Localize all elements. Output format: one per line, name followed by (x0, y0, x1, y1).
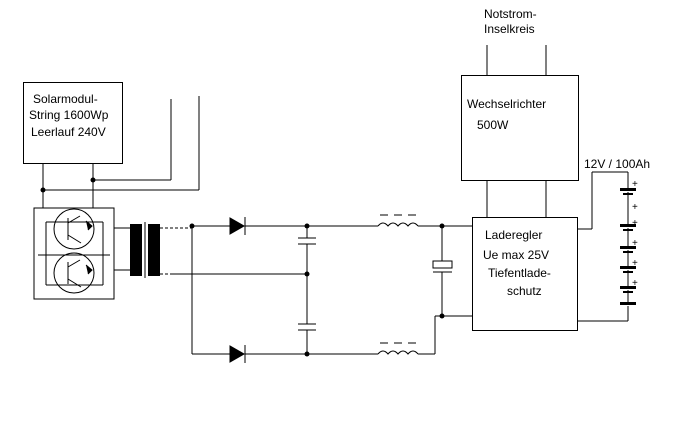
battery-plus-sign: + (632, 218, 638, 229)
diode-top (229, 217, 246, 235)
inductor-bottom (377, 350, 419, 355)
inductor-top (377, 222, 419, 227)
battery-label: 12V / 100Ah (584, 157, 651, 171)
inverter-label-line2: 500W (477, 118, 509, 132)
charger-label-line1: Laderegler (485, 228, 543, 242)
charge-controller-box (472, 217, 578, 331)
battery-plus-sign: + (632, 258, 638, 269)
battery-plus-sign: + (632, 278, 638, 289)
battery-plus-sign: + (632, 179, 638, 190)
transformer-symbol (130, 224, 160, 276)
charger-label-line2: Ue max 25V (483, 248, 550, 262)
transistor-bridge-box (33, 207, 115, 300)
inverter-label-line1: Wechselrichter (467, 97, 547, 111)
diode-bottom (229, 345, 246, 363)
inverter-box (461, 75, 579, 181)
junction-dot (40, 177, 445, 357)
solar-label-line3: Leerlauf 240V (31, 125, 106, 139)
battery-plus-sign: + (632, 238, 638, 249)
transistor-symbol (53, 252, 95, 294)
emergency-label-line2: Inselkreis (484, 22, 535, 36)
solar-label-line1: Solarmodul- (33, 92, 98, 106)
charger-label-line4: schutz (507, 284, 542, 298)
transistor-symbol (53, 208, 95, 250)
battery-plus-sign: + (632, 202, 638, 213)
charger-label-line3: Tiefentlade- (488, 266, 551, 280)
solar-module-box (23, 82, 123, 164)
battery-symbol (620, 188, 636, 305)
output-capacitor (432, 260, 453, 269)
emergency-label-line1: Notstrom- (484, 7, 537, 21)
solar-label-line2: String 1600Wp (29, 108, 109, 122)
